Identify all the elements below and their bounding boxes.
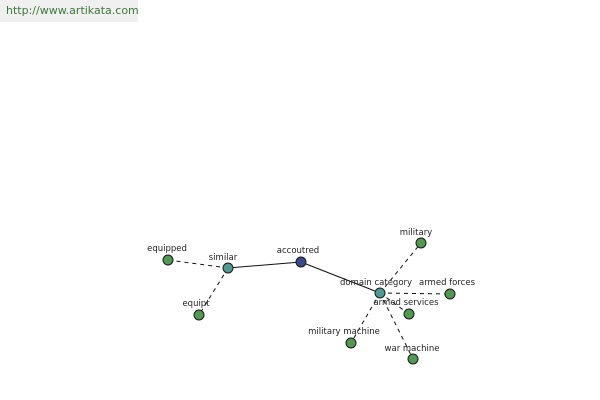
- site-watermark: http://www.artikata.com: [0, 0, 139, 22]
- node-military-machine[interactable]: [345, 337, 357, 349]
- node-equipt[interactable]: [193, 309, 205, 321]
- edges-layer: [167, 242, 451, 360]
- edge-domain-category-to-armed-forces: [379, 292, 451, 295]
- edge-domain-category-to-armed-services: [379, 292, 410, 315]
- edge-domain-category-to-military-machine: [350, 292, 381, 344]
- node-domain-category[interactable]: [374, 287, 386, 299]
- node-label-domain-category[interactable]: domain category: [340, 278, 412, 288]
- labels-layer: accoutred similar domain category equipped e…: [147, 228, 475, 354]
- node-label-armed-services[interactable]: armed services: [373, 298, 439, 308]
- node-label-military-machine[interactable]: military machine: [308, 327, 380, 337]
- node-label-military[interactable]: military: [400, 228, 432, 238]
- node-label-equipped[interactable]: equipped: [147, 244, 187, 254]
- edge-accoutred-to-similar: [227, 261, 302, 269]
- node-label-accoutred[interactable]: accoutred: [277, 246, 319, 256]
- nodes-layer: [162, 237, 456, 365]
- node-armed-services[interactable]: [403, 308, 415, 320]
- node-accoutred[interactable]: [295, 256, 307, 268]
- node-label-armed-forces[interactable]: armed forces: [419, 278, 476, 288]
- node-similar[interactable]: [222, 262, 234, 274]
- edge-similar-to-equipped: [167, 259, 229, 269]
- node-equipped[interactable]: [162, 254, 174, 266]
- node-war-machine[interactable]: [407, 353, 419, 365]
- edge-similar-to-equipt: [198, 267, 229, 316]
- node-label-equipt[interactable]: equipt: [182, 299, 210, 309]
- node-label-similar[interactable]: similar: [209, 253, 238, 263]
- node-armed-forces[interactable]: [444, 288, 456, 300]
- node-label-war-machine[interactable]: war machine: [385, 344, 440, 354]
- edge-domain-category-to-military: [379, 242, 422, 294]
- node-military[interactable]: [415, 237, 427, 249]
- edge-accoutred-to-domain-category: [300, 261, 381, 294]
